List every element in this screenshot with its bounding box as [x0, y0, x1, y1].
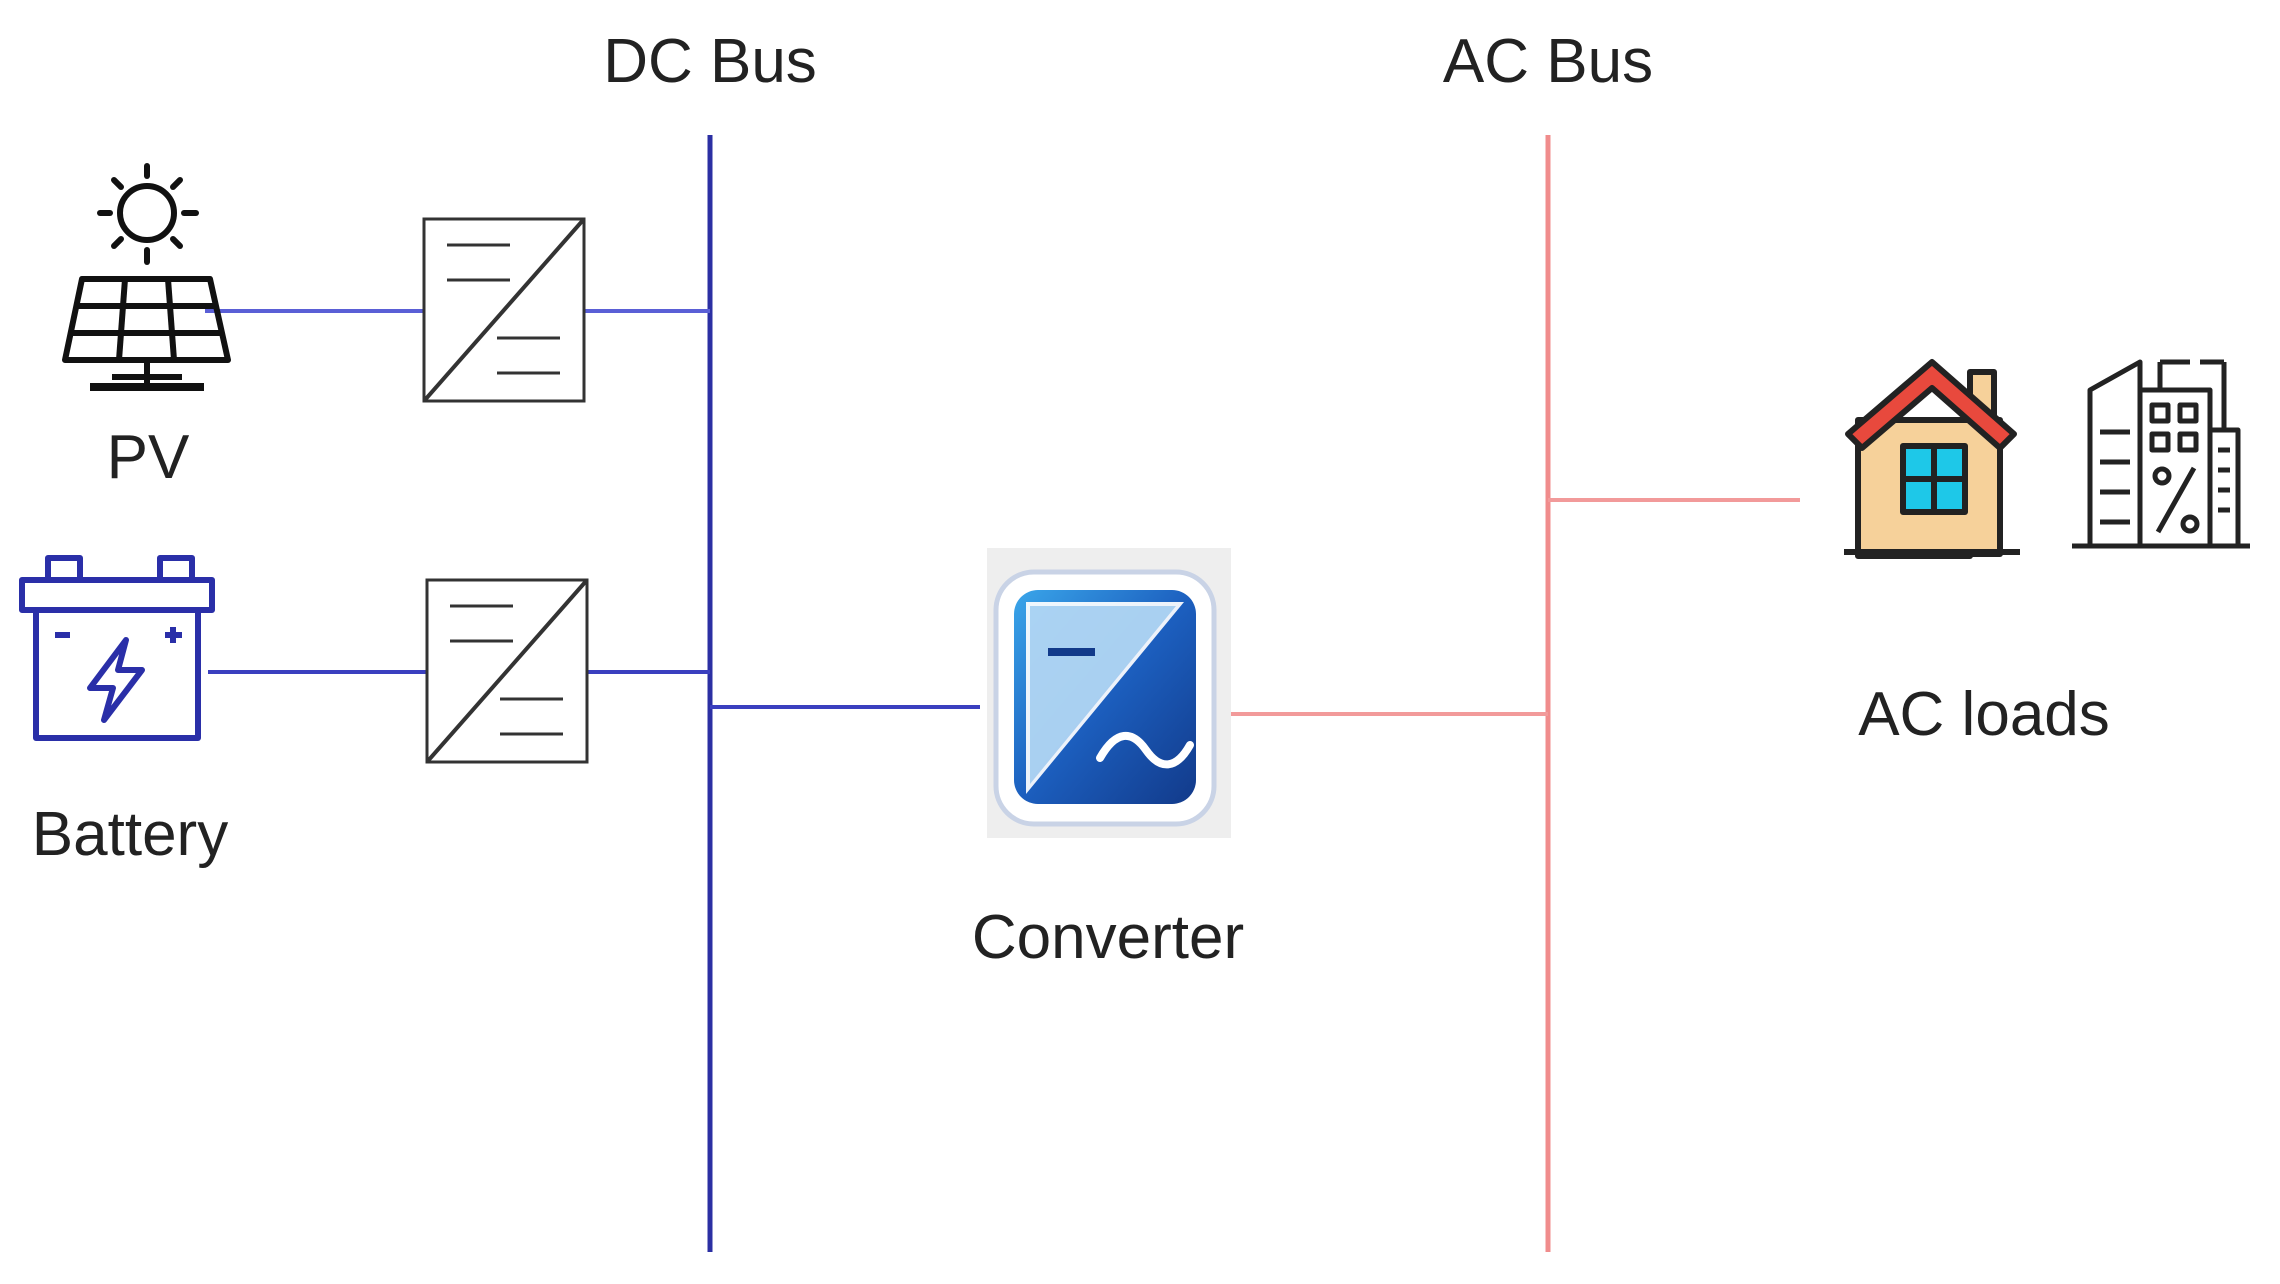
battery-icon [19, 555, 215, 741]
dc-ac-converter-icon [987, 548, 1231, 838]
dc-dc-converter-pv-icon [422, 217, 586, 403]
ac-bus-label: AC Bus [1443, 27, 1653, 96]
office-buildings-icon [2072, 359, 2250, 549]
pv-label: PV [107, 423, 190, 492]
solar-panel-icon [62, 276, 231, 391]
sun-icon [97, 163, 199, 265]
battery-label: Battery [32, 800, 228, 869]
ac-loads-label: AC loads [1858, 680, 2110, 749]
converter-label: Converter [972, 903, 1244, 972]
dc-dc-converter-battery-icon [425, 578, 589, 764]
dc-bus-label: DC Bus [603, 27, 817, 96]
house-icon [1800, 338, 2028, 578]
